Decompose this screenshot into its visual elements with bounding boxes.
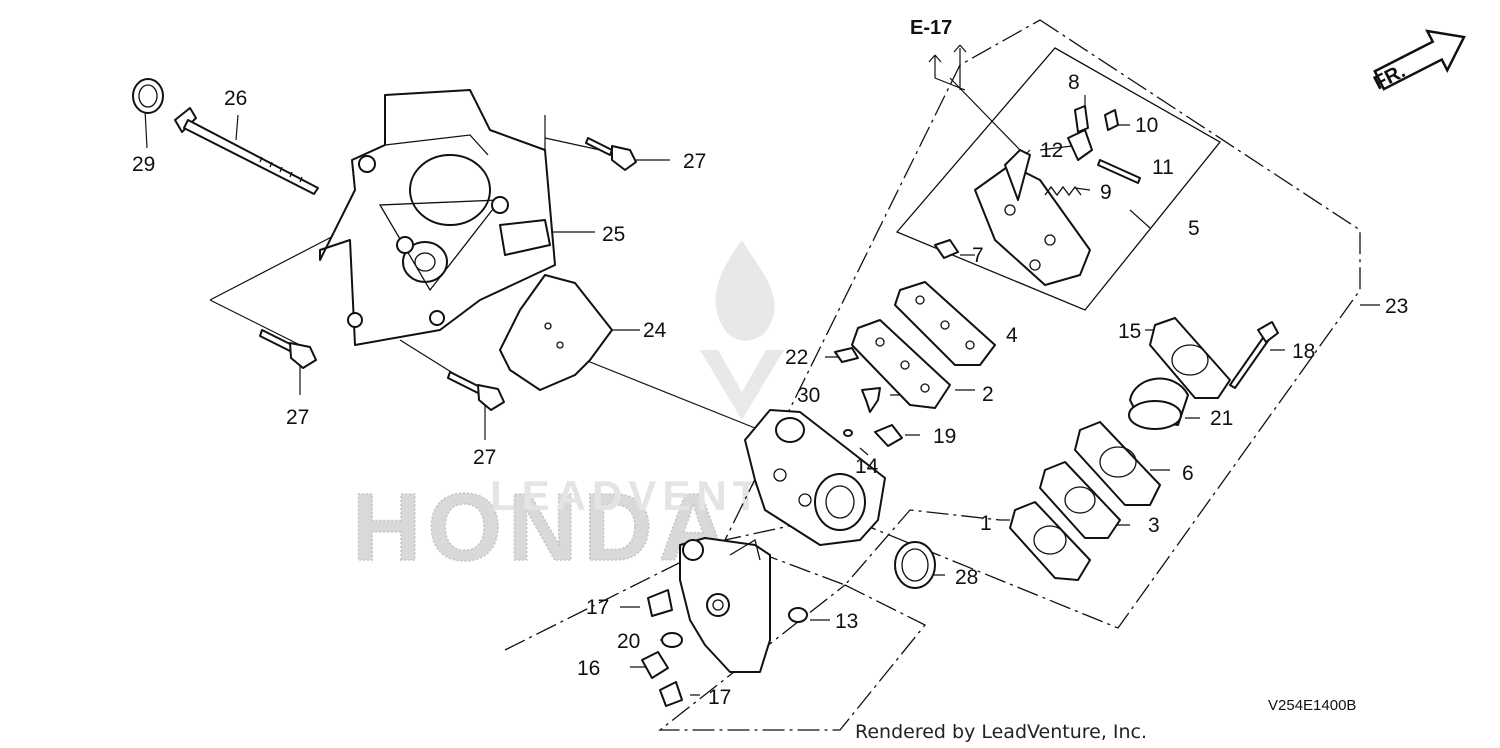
top-cover-5: [974, 149, 1091, 286]
o-ring-29: [132, 78, 164, 114]
callout-1: 1: [980, 512, 992, 535]
bolt-27-bottom: [447, 371, 505, 411]
shaft-11: [1097, 159, 1141, 184]
ring-14: [843, 429, 853, 437]
pump-diaphragm-3: [1039, 461, 1121, 539]
primer-cover-15: [1149, 317, 1231, 399]
callout-10: 10: [1135, 114, 1158, 137]
plug-16: [641, 651, 669, 679]
carburetor-assembly-boundary: [723, 19, 1361, 629]
washer-20: [661, 632, 683, 648]
screw-18: [1229, 334, 1271, 389]
callout-27-left: 27: [286, 406, 309, 429]
callout-24: 24: [643, 319, 667, 342]
primer-bulb-21: [1128, 377, 1189, 430]
callout-28: 28: [955, 566, 978, 589]
callout-27-top: 27: [683, 150, 706, 173]
callout-21: 21: [1210, 407, 1233, 430]
callout-13: 13: [835, 610, 858, 633]
callout-7: 7: [972, 244, 984, 267]
bolt-27-left: [259, 329, 317, 369]
callout-8: 8: [1068, 71, 1080, 94]
callout-18: 18: [1292, 340, 1315, 363]
callout-11: 11: [1152, 156, 1174, 179]
front-direction-arrow: [1373, 29, 1466, 91]
bracket-assembly: [679, 537, 771, 673]
cap-7: [934, 239, 959, 259]
callout-16: 16: [577, 657, 600, 680]
callouts: 1 2 3 4 5 6 7 8 9 10 11 12 13 14 15 16 1…: [132, 71, 1408, 709]
callout-12: 12: [1040, 139, 1063, 162]
upper-subassembly-boundary: [895, 47, 1221, 311]
long-bolt-26: [174, 107, 319, 195]
seal-22: [834, 347, 859, 363]
callout-2: 2: [982, 383, 994, 406]
reference-arrow: [928, 44, 967, 63]
callout-22: 22: [785, 346, 808, 369]
gasket-1: [1009, 501, 1091, 581]
callout-20: 20: [617, 630, 640, 653]
plug-19: [874, 424, 903, 447]
callout-26: 26: [224, 87, 247, 110]
callout-29: 29: [132, 153, 155, 176]
lever-12: [1067, 129, 1093, 161]
bolt-27-top: [585, 137, 637, 171]
pin-8: [1074, 105, 1089, 133]
spring-9: [1044, 185, 1082, 197]
lower-bracket-boundary: [504, 509, 1001, 731]
callout-4: 4: [1006, 324, 1018, 347]
screw-10: [1104, 109, 1119, 131]
watermark: [700, 240, 784, 420]
cover-plate-25: [319, 89, 556, 346]
gasket-4: [894, 281, 996, 366]
leader-lines: [144, 48, 1380, 696]
callout-6: 6: [1182, 462, 1194, 485]
clip-13: [788, 607, 808, 623]
credit-line: Rendered by LeadVenture, Inc.: [855, 721, 1147, 743]
callout-5: 5: [1188, 217, 1200, 240]
callout-17-bottom: 17: [708, 686, 731, 709]
o-ring-28: [894, 541, 936, 589]
screw-30: [861, 387, 881, 413]
diagram-code: V254E1400B: [1268, 697, 1356, 714]
callout-27-bottom: 27: [473, 446, 496, 469]
callout-19: 19: [933, 425, 956, 448]
screw-18-head: [1257, 321, 1279, 343]
callout-3: 3: [1148, 514, 1160, 537]
callout-9: 9: [1100, 181, 1112, 204]
callout-30: 30: [797, 384, 820, 407]
callout-17-top: 17: [586, 596, 609, 619]
pump-cover-6: [1074, 421, 1161, 506]
watermark-brand: HONDA: [352, 474, 734, 581]
bolt-17-top: [647, 589, 673, 617]
callout-15: 15: [1118, 320, 1141, 343]
reference-label: E-17: [910, 17, 952, 39]
gasket-24: [499, 274, 613, 391]
callout-14: 14: [855, 455, 879, 478]
carburetor-body: [744, 409, 886, 546]
callout-23: 23: [1385, 295, 1408, 318]
diaphragm-2: [851, 319, 951, 409]
callout-25: 25: [602, 223, 625, 246]
bolt-17-bottom: [659, 681, 683, 707]
